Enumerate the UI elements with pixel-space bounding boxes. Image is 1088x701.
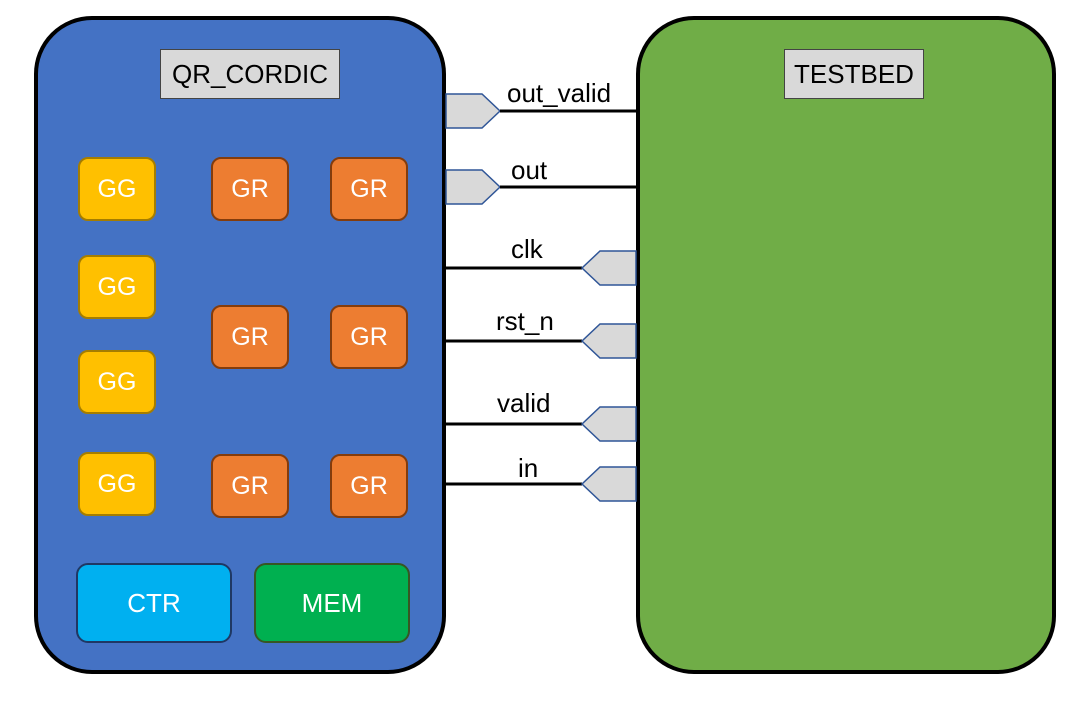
valid-label: valid bbox=[497, 388, 551, 418]
gr-unit: GR bbox=[211, 305, 289, 369]
gg-unit: GG bbox=[78, 157, 156, 221]
qr-cordic-title: QR_CORDIC bbox=[160, 49, 340, 99]
rst-n-label: rst_n bbox=[496, 306, 554, 336]
gr-unit: GR bbox=[330, 305, 408, 369]
gg-unit: GG bbox=[78, 452, 156, 516]
clk-port bbox=[580, 250, 637, 286]
out-valid-label: out_valid bbox=[507, 78, 612, 108]
testbed-title: TESTBED bbox=[784, 49, 924, 99]
in-port bbox=[580, 466, 637, 502]
gr-unit: GR bbox=[211, 454, 289, 518]
gr-unit: GR bbox=[330, 157, 408, 221]
out-valid-port bbox=[445, 93, 502, 129]
testbed-block bbox=[636, 16, 1056, 674]
gr-unit: GR bbox=[211, 157, 289, 221]
gg-unit: GG bbox=[78, 350, 156, 414]
out-label: out bbox=[511, 155, 548, 185]
gg-unit: GG bbox=[78, 255, 156, 319]
mem-block: MEM bbox=[254, 563, 410, 643]
valid-port bbox=[580, 406, 637, 442]
clk-label: clk bbox=[511, 234, 543, 264]
in-label: in bbox=[518, 453, 539, 483]
gr-unit: GR bbox=[330, 454, 408, 518]
rst-n-port bbox=[580, 323, 637, 359]
out-port bbox=[445, 169, 502, 205]
ctr-block: CTR bbox=[76, 563, 232, 643]
